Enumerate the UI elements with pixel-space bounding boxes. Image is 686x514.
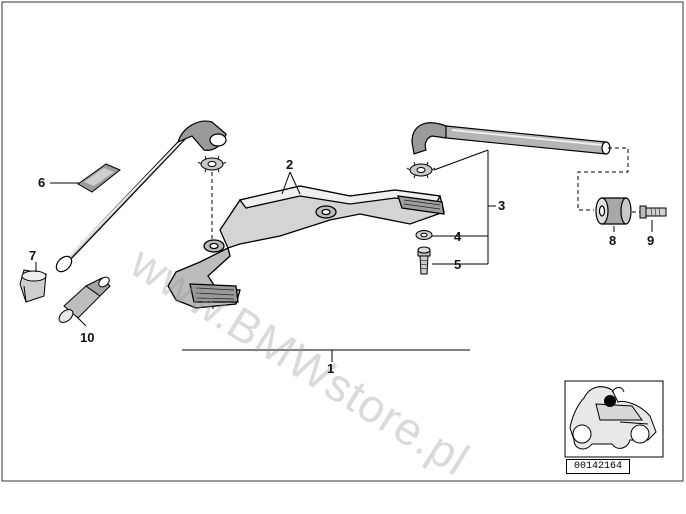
leader-lines bbox=[35, 171, 653, 362]
callout-2: 2 bbox=[286, 157, 294, 172]
callout-10: 10 bbox=[80, 330, 95, 345]
screw bbox=[417, 246, 431, 275]
star-washer-right bbox=[406, 161, 436, 179]
motorcycle-thumbnail bbox=[564, 380, 664, 458]
bracket-3-lines bbox=[432, 149, 496, 265]
star-washer-left bbox=[197, 155, 227, 173]
callout-7: 7 bbox=[29, 248, 37, 263]
diagram-id-label: 00142164 bbox=[566, 459, 630, 474]
label-plate bbox=[77, 163, 121, 193]
callout-4: 4 bbox=[454, 229, 462, 244]
callout-6: 6 bbox=[38, 175, 46, 190]
page-border bbox=[1, 1, 684, 482]
grab-tube-left bbox=[55, 120, 227, 273]
sleeve bbox=[58, 276, 111, 323]
diagram-drawing bbox=[1, 1, 684, 482]
bolt bbox=[639, 205, 667, 219]
parts-diagram: www.BMWstore.pl 1 2 3 4 5 6 7 8 9 10 001… bbox=[1, 1, 684, 486]
bushing bbox=[595, 197, 632, 225]
callout-5: 5 bbox=[454, 257, 462, 272]
grab-tube-right bbox=[411, 122, 611, 155]
callout-3: 3 bbox=[498, 198, 506, 213]
handle-bracket bbox=[167, 185, 445, 309]
washer bbox=[415, 230, 433, 240]
callout-9: 9 bbox=[647, 233, 655, 248]
callout-8: 8 bbox=[609, 233, 617, 248]
location-marker bbox=[604, 395, 616, 407]
end-cap bbox=[19, 269, 47, 303]
callout-1: 1 bbox=[327, 361, 335, 376]
